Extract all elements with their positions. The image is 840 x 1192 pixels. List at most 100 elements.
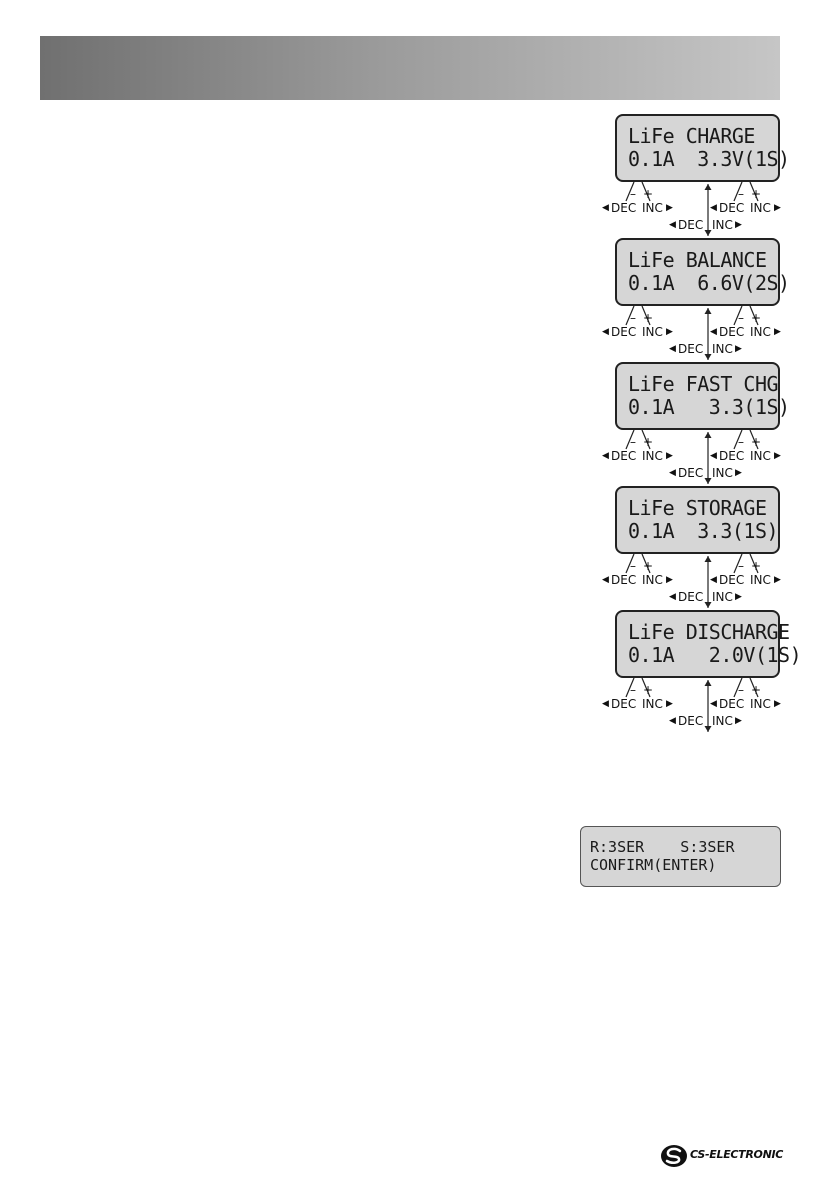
voltage-dec-arrow-icon-4: ◀ xyxy=(710,575,717,585)
current-dec-arrow-icon-3: ◀ xyxy=(602,451,609,461)
current-plus-sign-4: + xyxy=(643,559,654,573)
mode-inc-label-3: INC xyxy=(712,466,733,480)
current-inc-arrow-icon-4: ▶ xyxy=(666,575,673,585)
mode-dec-label-5: DEC xyxy=(678,714,704,728)
mode-nav-down-arrow-icon-4 xyxy=(704,602,712,608)
voltage-inc-arrow-icon-4: ▶ xyxy=(774,575,781,585)
mode-nav-up-arrow-icon-2 xyxy=(704,308,712,314)
current-inc-label-4: INC xyxy=(642,573,663,587)
current-inc-label-5: INC xyxy=(642,697,663,711)
mode-dec-label-4: DEC xyxy=(678,590,704,604)
mode-inc-arrow-icon-3: ▶ xyxy=(735,468,742,478)
voltage-inc-arrow-icon-2: ▶ xyxy=(774,327,781,337)
voltage-plus-line-3 xyxy=(749,429,759,450)
mode-inc-label-1: INC xyxy=(712,218,733,232)
current-minus-line-5 xyxy=(625,677,635,698)
current-minus-line-2 xyxy=(625,305,635,326)
current-inc-label-1: INC xyxy=(642,201,663,215)
mode-nav-up-arrow-icon-4 xyxy=(704,556,712,562)
confirm-lcd-line-2: CONFIRM(ENTER) xyxy=(590,856,717,874)
current-minus-sign-5: – xyxy=(630,683,636,697)
current-minus-line-4 xyxy=(625,553,635,574)
voltage-inc-label-3: INC xyxy=(750,449,771,463)
voltage-inc-label-4: INC xyxy=(750,573,771,587)
mode-nav-up-arrow-icon-5 xyxy=(704,680,712,686)
cs-electronic-logo-icon xyxy=(661,1145,687,1167)
mode-inc-label-2: INC xyxy=(712,342,733,356)
mode-dec-label-2: DEC xyxy=(678,342,704,356)
voltage-minus-sign-3: – xyxy=(738,435,744,449)
voltage-plus-sign-2: + xyxy=(751,311,762,325)
voltage-plus-line-4 xyxy=(749,553,759,574)
mode-dec-label-1: DEC xyxy=(678,218,704,232)
current-inc-label-2: INC xyxy=(642,325,663,339)
current-dec-label-5: DEC xyxy=(611,697,637,711)
voltage-dec-label-1: DEC xyxy=(719,201,745,215)
mode-nav-down-arrow-icon-5 xyxy=(704,726,712,732)
current-plus-line-2 xyxy=(641,305,651,326)
current-dec-arrow-icon-5: ◀ xyxy=(602,699,609,709)
voltage-dec-arrow-icon-5: ◀ xyxy=(710,699,717,709)
voltage-dec-arrow-icon-1: ◀ xyxy=(710,203,717,213)
cs-electronic-logo: CS-ELECTRONIC xyxy=(660,1142,790,1170)
voltage-plus-line-2 xyxy=(749,305,759,326)
voltage-dec-label-5: DEC xyxy=(719,697,745,711)
voltage-dec-arrow-icon-3: ◀ xyxy=(710,451,717,461)
voltage-minus-line-1 xyxy=(733,181,743,202)
voltage-minus-line-2 xyxy=(733,305,743,326)
confirm-lcd-line-1: R:3SER S:3SER xyxy=(590,838,735,856)
current-inc-arrow-icon-1: ▶ xyxy=(666,203,673,213)
voltage-minus-sign-5: – xyxy=(738,683,744,697)
voltage-minus-line-4 xyxy=(733,553,743,574)
current-plus-line-4 xyxy=(641,553,651,574)
current-minus-line-1 xyxy=(625,181,635,202)
mode-lcd-line-2: 0.1A 6.6V(2S) xyxy=(628,271,790,295)
mode-lcd-line-1: LiFe BALANCE xyxy=(628,248,767,272)
mode-lcd-line-1: LiFe FAST CHG xyxy=(628,372,779,396)
voltage-dec-label-3: DEC xyxy=(719,449,745,463)
current-dec-label-1: DEC xyxy=(611,201,637,215)
current-minus-sign-3: – xyxy=(630,435,636,449)
current-inc-arrow-icon-5: ▶ xyxy=(666,699,673,709)
logo-text: CS-ELECTRONIC xyxy=(690,1148,784,1161)
voltage-plus-line-1 xyxy=(749,181,759,202)
voltage-plus-sign-4: + xyxy=(751,559,762,573)
current-inc-arrow-icon-3: ▶ xyxy=(666,451,673,461)
mode-nav-up-arrow-icon-3 xyxy=(704,432,712,438)
mode-nav-down-arrow-icon-3 xyxy=(704,478,712,484)
mode-inc-arrow-icon-2: ▶ xyxy=(735,344,742,354)
current-dec-label-3: DEC xyxy=(611,449,637,463)
voltage-inc-arrow-icon-1: ▶ xyxy=(774,203,781,213)
mode-nav-down-arrow-icon-1 xyxy=(704,230,712,236)
voltage-plus-line-5 xyxy=(749,677,759,698)
current-minus-sign-4: – xyxy=(630,559,636,573)
mode-lcd-line-1: LiFe DISCHARGE xyxy=(628,620,790,644)
voltage-inc-arrow-icon-5: ▶ xyxy=(774,699,781,709)
voltage-inc-label-2: INC xyxy=(750,325,771,339)
mode-lcd-line-2: 0.1A 2.0V(1S) xyxy=(628,643,802,667)
current-minus-line-3 xyxy=(625,429,635,450)
voltage-inc-label-5: INC xyxy=(750,697,771,711)
current-plus-sign-1: + xyxy=(643,187,654,201)
current-plus-line-1 xyxy=(641,181,651,202)
voltage-minus-line-3 xyxy=(733,429,743,450)
voltage-dec-label-4: DEC xyxy=(719,573,745,587)
mode-lcd-line-2: 0.1A 3.3(1S) xyxy=(628,519,779,543)
mode-dec-arrow-icon-4: ◀ xyxy=(669,592,676,602)
header-bar xyxy=(40,36,780,100)
mode-lcd-line-1: LiFe STORAGE xyxy=(628,496,767,520)
mode-lcd-line-1: LiFe CHARGE xyxy=(628,124,755,148)
voltage-dec-arrow-icon-2: ◀ xyxy=(710,327,717,337)
mode-dec-arrow-icon-5: ◀ xyxy=(669,716,676,726)
current-plus-sign-2: + xyxy=(643,311,654,325)
voltage-minus-sign-1: – xyxy=(738,187,744,201)
current-minus-sign-1: – xyxy=(630,187,636,201)
voltage-inc-arrow-icon-3: ▶ xyxy=(774,451,781,461)
mode-inc-label-5: INC xyxy=(712,714,733,728)
voltage-minus-sign-4: – xyxy=(738,559,744,573)
current-dec-label-4: DEC xyxy=(611,573,637,587)
voltage-minus-sign-2: – xyxy=(738,311,744,325)
